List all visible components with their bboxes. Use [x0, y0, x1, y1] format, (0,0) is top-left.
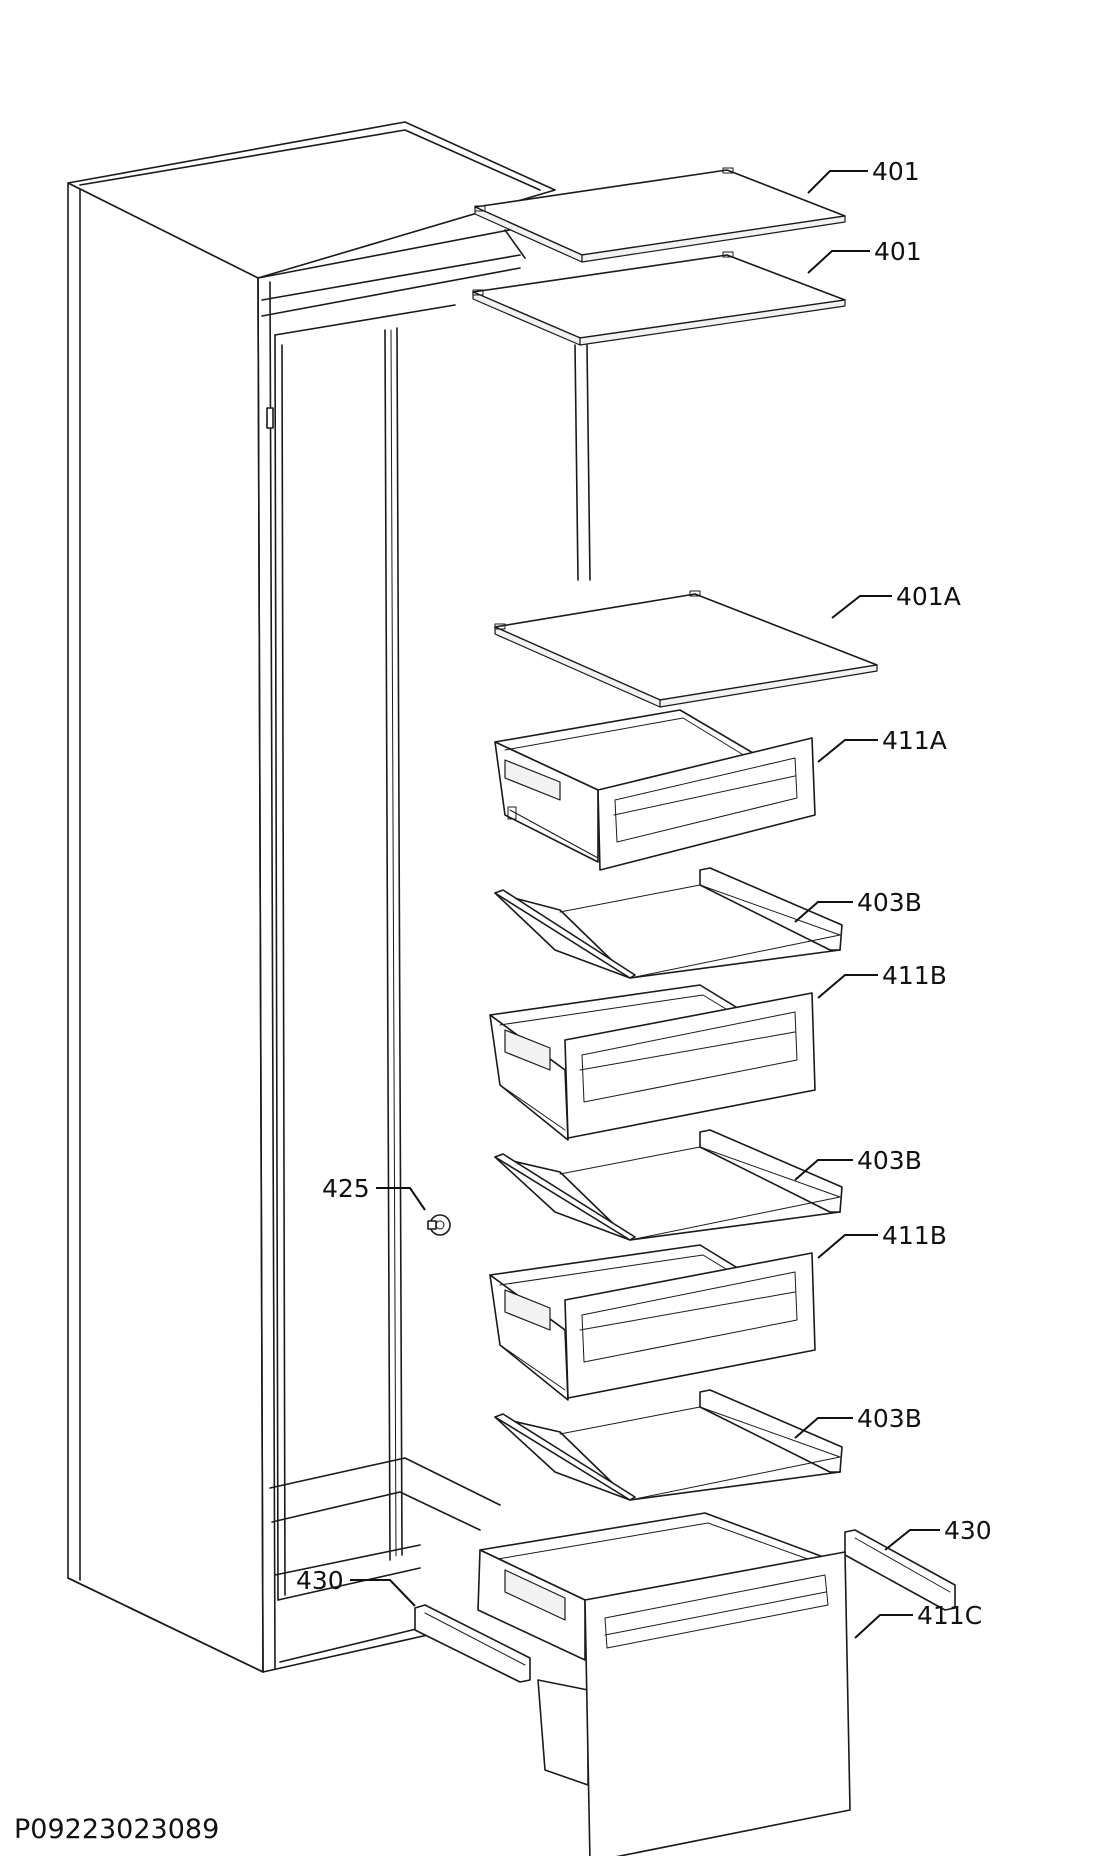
rail-403b-2 — [494, 1129, 843, 1241]
callout-430-left: 430 — [296, 1566, 344, 1595]
callout-425: 425 — [322, 1174, 370, 1203]
bracket-430-right — [844, 1529, 956, 1611]
callout-403b-first: 403B — [857, 888, 922, 917]
fridge-cabinet — [67, 121, 591, 1673]
leader-lines — [350, 170, 940, 1639]
callout-430-right: 430 — [944, 1516, 992, 1545]
callout-403b-second: 403B — [857, 1146, 922, 1175]
callout-401a: 401A — [896, 582, 961, 611]
callout-labels: 401 401 401A 411A 403B 411B 403B 411B 40… — [296, 157, 992, 1630]
callout-401-top: 401 — [872, 157, 920, 186]
bracket-430-left — [414, 1604, 531, 1683]
callout-411b-first: 411B — [882, 961, 947, 990]
callout-411a: 411A — [882, 726, 947, 755]
shelf-top-1 — [474, 167, 846, 263]
shelf-top-2 — [472, 251, 846, 346]
rail-403b-3 — [494, 1389, 843, 1501]
fastener-425 — [427, 1214, 451, 1236]
glass-shelf — [494, 590, 878, 708]
callout-403b-third: 403B — [857, 1404, 922, 1433]
drawer-411c — [477, 1512, 851, 1856]
drawer-411b-2 — [489, 1244, 816, 1401]
rail-403b-1 — [494, 867, 843, 979]
drawer-411b-1 — [489, 984, 816, 1141]
callout-411b-second: 411B — [882, 1221, 947, 1250]
reference-code: P09223023089 — [14, 1814, 219, 1845]
callout-411c: 411C — [917, 1601, 982, 1630]
callout-401-second: 401 — [874, 237, 922, 266]
drawer-411a — [494, 709, 816, 871]
